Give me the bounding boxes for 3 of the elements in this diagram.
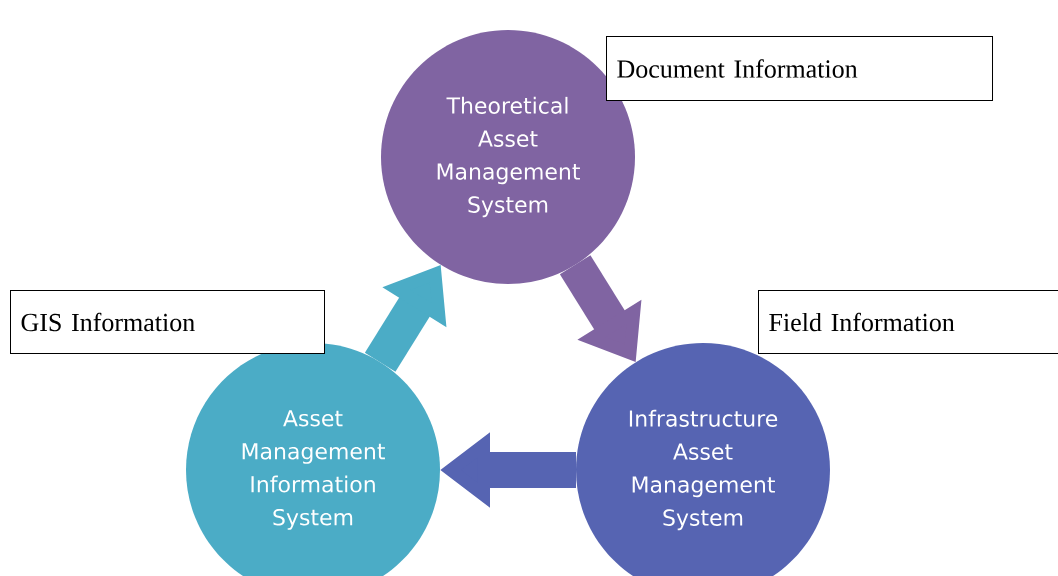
- text-box: GIS Information: [10, 290, 325, 354]
- text-box: Field Information: [758, 290, 1058, 354]
- text-box: Document Information: [606, 36, 993, 101]
